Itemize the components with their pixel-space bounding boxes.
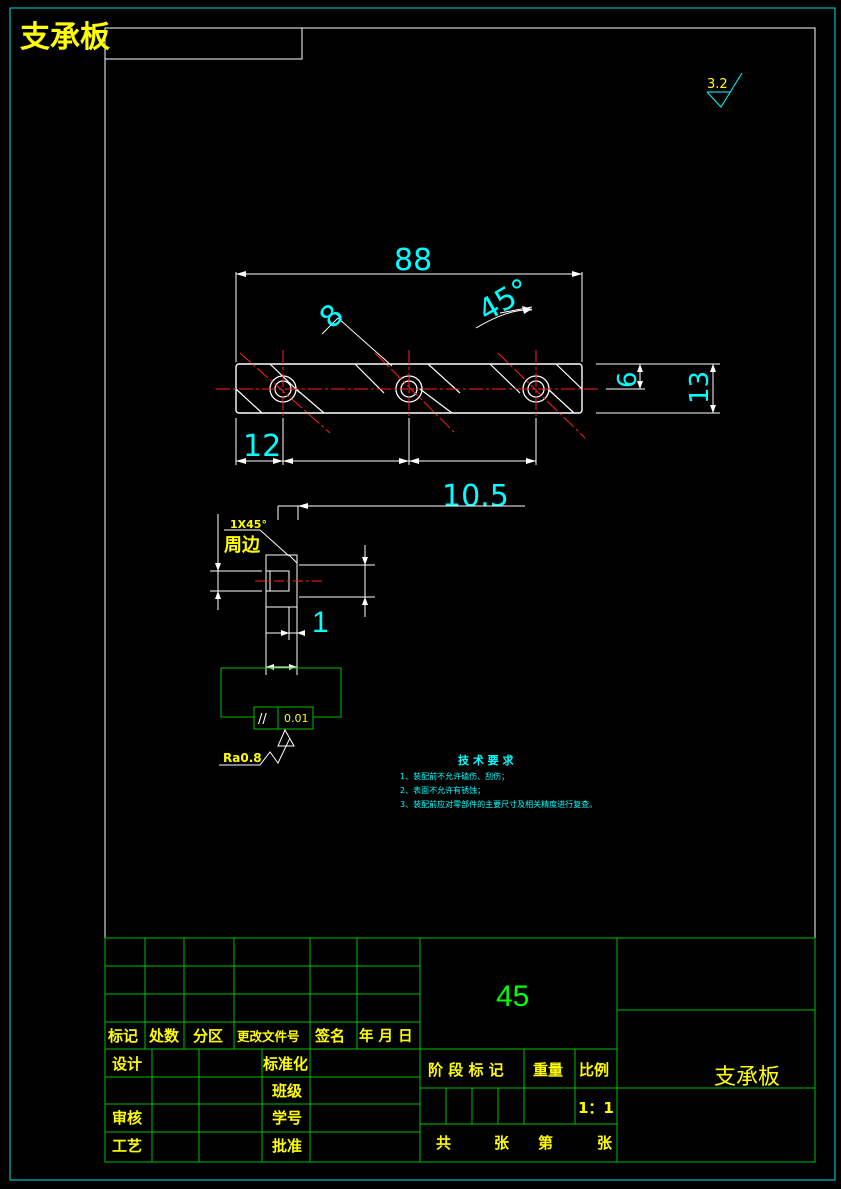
slot-lines xyxy=(235,363,583,414)
label-design: 设计 xyxy=(112,1055,142,1073)
dim-pitch: 10.5 xyxy=(442,479,509,514)
part-name: 支承板 xyxy=(714,1065,780,1090)
title-block-texts: 标记 处数 分区 更改文件号 签名 年 月 日 设计 标准化 班级 审核 学号 … xyxy=(107,1027,614,1155)
label-class: 班级 xyxy=(272,1082,303,1100)
tolerance-symbol: // xyxy=(258,712,267,727)
label-total: 共 xyxy=(436,1134,451,1152)
surface-finish-value: 3.2 xyxy=(707,77,728,92)
label-sheets: 张 xyxy=(494,1134,510,1152)
chamfer-dim: 1X45° xyxy=(230,518,267,531)
main-view: 88 8 45° 6 13 12 10.5 xyxy=(216,243,720,514)
label-process: 工艺 xyxy=(112,1137,142,1155)
tolerance-group: // 0.01 xyxy=(220,667,342,747)
tolerance-value: 0.01 xyxy=(284,712,309,725)
label-page: 第 xyxy=(538,1134,553,1152)
tech-requirements: 技 术 要 求 1、装配前不允许磕伤、刮伤； 2、表面不允许有锈蚀； 3、装配前… xyxy=(400,753,597,809)
dim-length: 88 xyxy=(394,243,432,278)
tech-item-3: 3、装配前应对零部件的主要尺寸及相关精度进行复查。 xyxy=(400,799,597,809)
label-stage-mark: 阶 段 标 记 xyxy=(428,1061,504,1079)
rev-header-docno: 更改文件号 xyxy=(237,1029,300,1044)
centerlines xyxy=(216,350,600,439)
tolerance-frame xyxy=(253,706,314,730)
label-sheet: 张 xyxy=(597,1134,613,1152)
rev-header-sign: 签名 xyxy=(314,1027,345,1045)
side-view: 1X45° 周边 1 xyxy=(210,503,525,675)
dim-inner-height: 6 xyxy=(613,371,643,388)
side-arrowheads xyxy=(215,503,368,670)
rev-header-mark: 标记 xyxy=(107,1027,138,1045)
label-ratio: 比例 xyxy=(579,1061,609,1079)
label-approve: 批准 xyxy=(272,1137,302,1155)
rev-header-count: 处数 xyxy=(148,1027,180,1045)
material-value: 45 xyxy=(496,980,529,1013)
page-title: 支承板 xyxy=(20,20,110,55)
title-block xyxy=(104,937,816,1163)
label-standardize: 标准化 xyxy=(262,1055,308,1073)
dim-outer-height: 13 xyxy=(685,371,715,404)
dim-thickness-small: 1 xyxy=(312,606,329,639)
ratio-value: 1：1 xyxy=(578,1099,614,1117)
roughness-symbol: Ra0.8 xyxy=(219,737,291,766)
tech-item-1: 1、装配前不允许磕伤、刮伤； xyxy=(400,771,509,781)
label-review: 审核 xyxy=(112,1109,142,1127)
arrowheads xyxy=(236,271,716,464)
tech-title: 技 术 要 求 xyxy=(458,753,514,767)
rev-header-zone: 分区 xyxy=(193,1027,223,1045)
dim-edge-offset: 12 xyxy=(243,429,281,464)
roughness-value: Ra0.8 xyxy=(223,751,262,765)
tech-item-2: 2、表面不允许有锈蚀； xyxy=(400,785,485,795)
chamfer-note: 周边 xyxy=(224,535,261,556)
label-weight: 重量 xyxy=(533,1061,563,1079)
label-student-no: 学号 xyxy=(272,1109,302,1127)
rev-header-date: 年 月 日 xyxy=(359,1027,413,1045)
surface-finish-symbol: 3.2 xyxy=(706,72,743,108)
header-title-box: 支承板 xyxy=(20,20,303,60)
